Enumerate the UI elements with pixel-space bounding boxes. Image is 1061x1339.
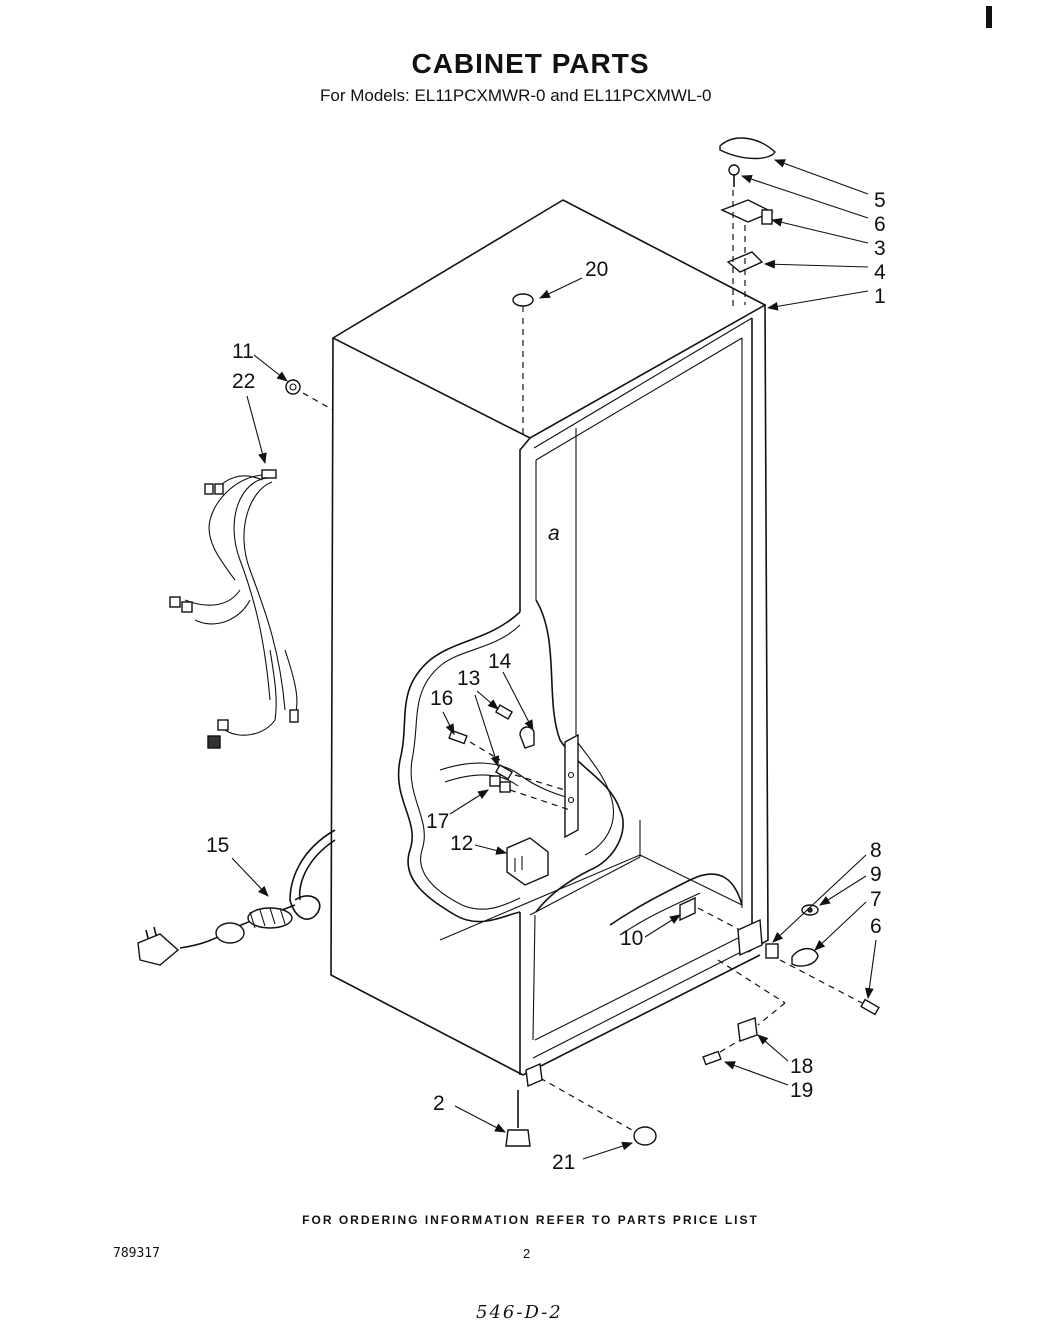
callout-16: 16	[430, 687, 453, 710]
callout-3: 3	[874, 237, 886, 260]
callout-8: 8	[870, 839, 882, 862]
interior-guide-line	[514, 774, 566, 791]
bracket-guide-line	[719, 1039, 741, 1053]
document-number: 789317	[113, 1246, 160, 1261]
callout-1: 1	[874, 285, 886, 308]
screw-part-19	[702, 1050, 722, 1066]
bracket-part-14	[519, 726, 535, 749]
corner-registration-mark	[986, 6, 992, 28]
top-plug-part-20	[512, 293, 534, 312]
screw-part-6-top	[728, 164, 740, 187]
roller-guide-line	[539, 1077, 633, 1131]
callout-19: 19	[790, 1079, 813, 1102]
callout-20: 20	[585, 258, 608, 281]
connector-part-17	[489, 775, 511, 793]
grommet-part-11	[285, 379, 301, 395]
control-bracket	[564, 733, 579, 839]
hinge-guide-line	[697, 907, 741, 931]
power-cord-part-15	[137, 829, 336, 966]
callout-10: 10	[620, 927, 643, 950]
screw-part-13	[494, 704, 514, 780]
callout-18: 18	[790, 1055, 813, 1078]
wire-harness-part-22	[169, 469, 299, 749]
shim-part-8	[765, 943, 779, 959]
callout-17: 17	[426, 810, 449, 833]
callout-6-bottom: 6	[870, 915, 882, 938]
page-number: 2	[523, 1246, 531, 1261]
callout-labels: 5 6 3 4 1 20 11 22 14 13 16 17 12 15 8 9…	[206, 189, 886, 1174]
bottom-corner-bracket	[525, 1062, 543, 1088]
grommet-guide-line	[302, 392, 334, 411]
callout-14: 14	[488, 650, 512, 673]
callout-21: 21	[552, 1151, 575, 1174]
bracket-guide-line	[717, 959, 786, 1004]
screw-part-16	[448, 729, 468, 745]
callout-4: 4	[874, 261, 886, 284]
roller-part-21	[633, 1126, 657, 1146]
callout-12: 12	[450, 832, 473, 855]
callout-11: 11	[232, 340, 254, 363]
callout-13: 13	[457, 667, 480, 690]
leveling-leg-part-2	[505, 1090, 531, 1147]
cabinet-body	[330, 199, 769, 1076]
bracket-part-18	[737, 1017, 758, 1042]
callout-2: 2	[433, 1092, 445, 1115]
model-subtitle: For Models: EL11PCXMWR-0 and EL11PCXMWL-…	[320, 86, 712, 105]
callout-7: 7	[870, 888, 882, 911]
callout-6-top: 6	[874, 213, 886, 236]
cutaway-view	[397, 599, 743, 936]
leader-lines	[231, 159, 877, 1160]
callout-22: 22	[232, 370, 255, 393]
page-title: CABINET PARTS	[411, 48, 650, 79]
thermostat-part-12	[506, 837, 549, 886]
hinge-guide-line	[779, 959, 863, 1004]
callout-5: 5	[874, 189, 886, 212]
interior-mark: a	[548, 522, 560, 545]
bracket-guide-line	[757, 1002, 786, 1026]
interior-guide-line	[509, 789, 571, 811]
hinge-cover-part-5	[719, 137, 776, 160]
handwritten-note: 546-D-2	[476, 1302, 563, 1323]
screw-part-6-bottom	[860, 998, 880, 1016]
callout-15: 15	[206, 834, 229, 857]
top-hinge-part-3	[720, 199, 774, 225]
ordering-note: FOR ORDERING INFORMATION REFER TO PARTS …	[302, 1213, 759, 1227]
lower-hinge-block	[737, 918, 763, 957]
washer-part-9	[801, 904, 819, 916]
callout-9: 9	[870, 863, 882, 886]
interior-guide-line	[469, 741, 501, 761]
hinge-part-7	[791, 947, 819, 967]
